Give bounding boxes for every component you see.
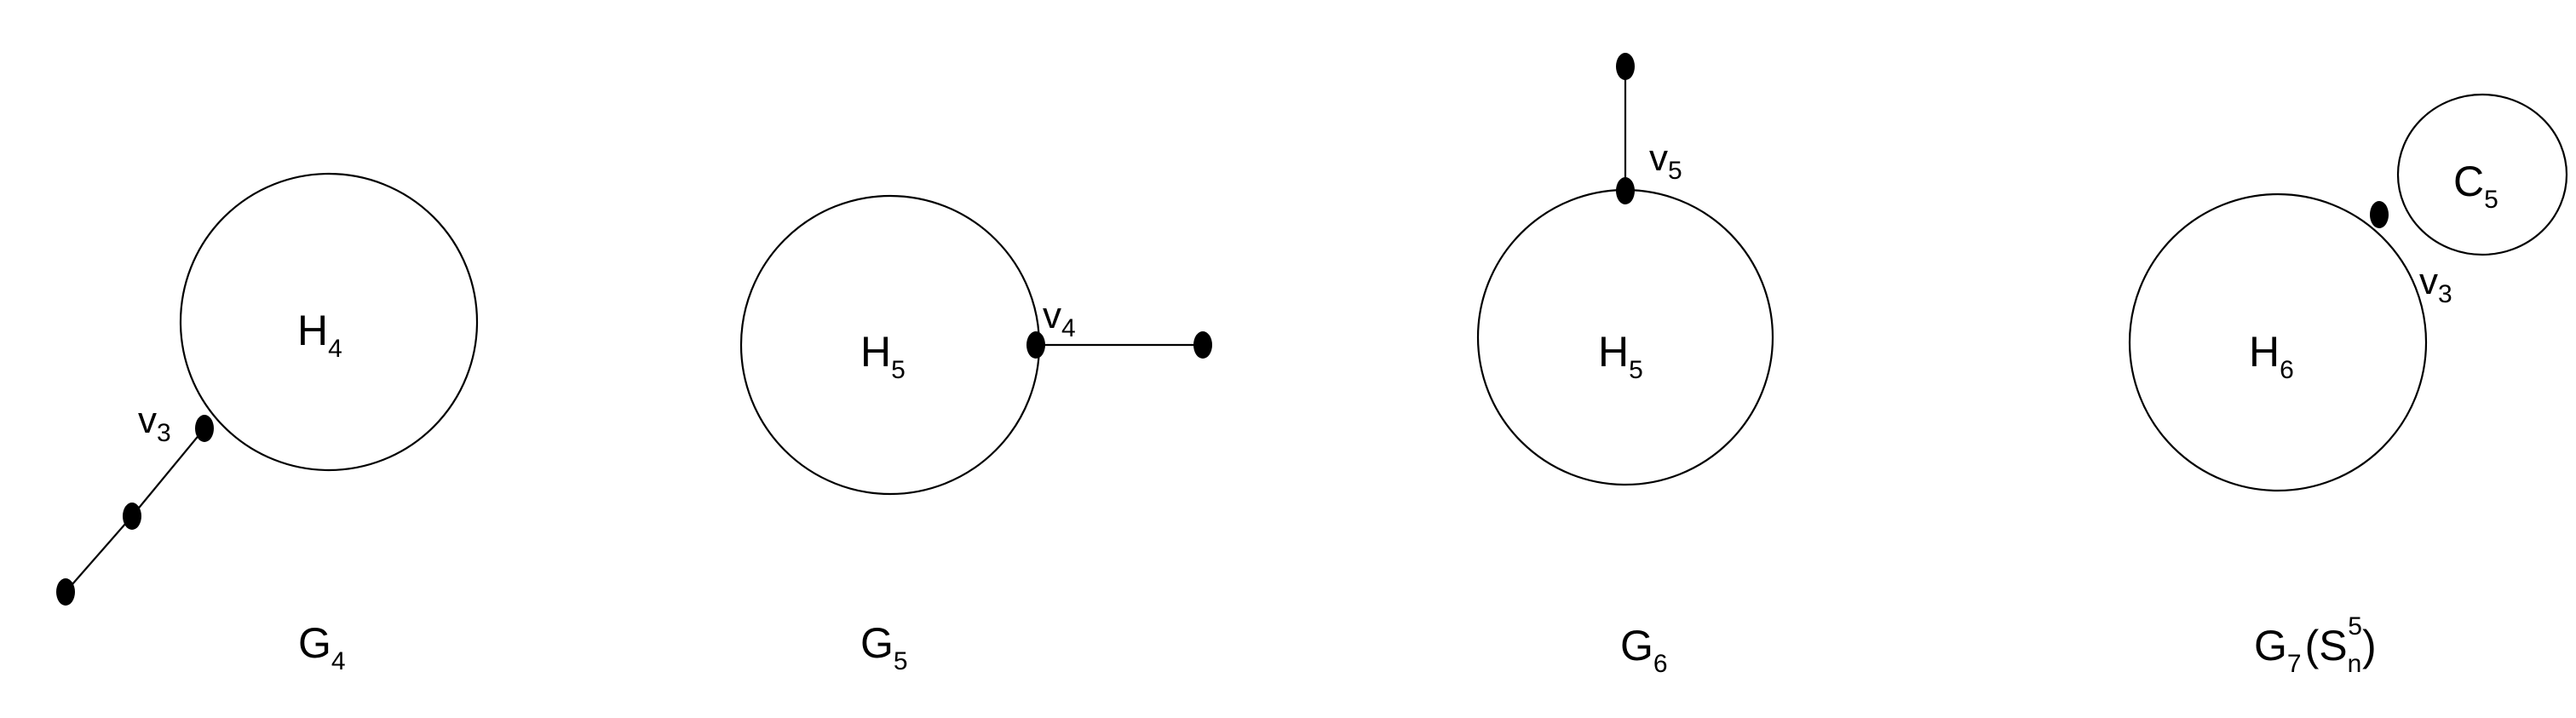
cycle-label-h6: H6: [2249, 328, 2294, 384]
pendant-edge: [65, 515, 133, 593]
graph-g7: H6 C5 v3 G7(Sn5): [2128, 93, 2568, 678]
vertex-dot: [1616, 53, 1635, 80]
cycle-label-c5: C5: [2453, 158, 2498, 214]
vertex-dot: [2370, 201, 2389, 228]
graph-g5: H5 v4 G5: [739, 194, 1212, 675]
vertex-label-v4: v4: [1043, 295, 1076, 342]
cycle-label-h4: H4: [297, 307, 342, 363]
graph-g4: H4 v3 G4: [56, 172, 479, 675]
vertex-label-v3: v3: [138, 399, 171, 447]
vertex-label-v5: v5: [1649, 137, 1682, 185]
vertex-dot: [1616, 177, 1635, 204]
pendant-edge: [131, 428, 205, 517]
vertex-dot: [1193, 331, 1212, 359]
cycle-h4: [179, 172, 479, 472]
cycle-c5: [2396, 93, 2568, 256]
vertex-dot: [56, 578, 75, 606]
vertex-dot: [1026, 331, 1045, 359]
vertex-label-v3: v3: [2419, 261, 2452, 308]
vertex-dot: [123, 503, 141, 530]
graph-name-g4: G4: [298, 619, 346, 675]
graph-name-g7: G7(Sn5): [2254, 612, 2377, 678]
cycle-label-h5: H5: [1598, 328, 1643, 384]
cycle-label-h5: H5: [860, 328, 906, 384]
vertex-dot: [195, 415, 214, 442]
cycle-h6: [2128, 192, 2428, 492]
graph-g6: H5 v5 G6: [1476, 53, 1774, 678]
graph-name-g6: G6: [1620, 622, 1668, 678]
graph-name-g5: G5: [860, 619, 908, 675]
